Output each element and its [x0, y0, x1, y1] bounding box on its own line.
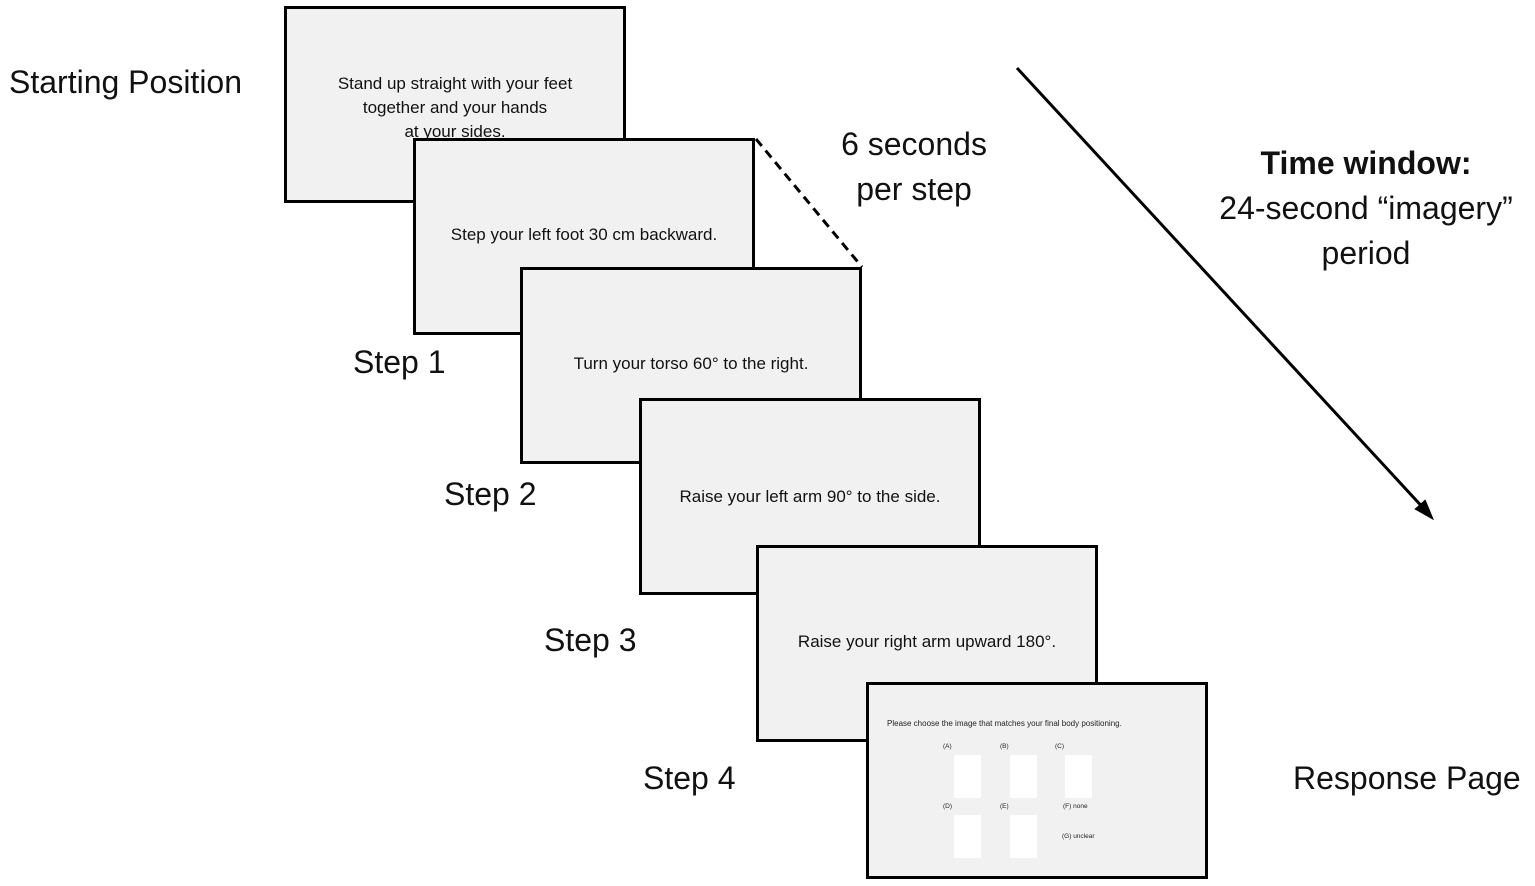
response-page-card: Please choose the image that matches you…	[866, 682, 1208, 879]
option-a-label: (A)	[943, 743, 952, 750]
option-g-label[interactable]: (G) unclear	[1062, 833, 1095, 840]
response-prompt: Please choose the image that matches you…	[887, 719, 1122, 728]
time-window-annotation: Time window: 24-second “imagery” period	[1196, 141, 1535, 276]
option-d-label: (D)	[943, 803, 953, 810]
step-2-label: Step 2	[444, 476, 537, 512]
starting-position-instruction: Stand up straight with your feet togethe…	[337, 74, 573, 141]
step-duration-bracket	[754, 138, 864, 268]
option-c-label: (C)	[1055, 743, 1065, 750]
response-page-label: Response Page	[1293, 760, 1521, 796]
step-3-instruction: Raise your left arm 90° to the side.	[679, 487, 941, 506]
step-3-label: Step 3	[544, 622, 637, 658]
step-2-instruction: Turn your torso 60° to the right.	[573, 354, 809, 373]
option-e-image[interactable]	[1010, 815, 1037, 858]
option-b-label: (B)	[1000, 743, 1009, 750]
option-d-image[interactable]	[954, 815, 981, 858]
time-window-arrowhead	[1414, 499, 1435, 521]
option-c-image[interactable]	[1065, 755, 1092, 798]
time-window-arrow	[1015, 66, 1429, 514]
step-1-instruction: Step your left foot 30 cm backward.	[450, 225, 718, 244]
step-1-label: Step 1	[353, 344, 446, 380]
starting-position-label: Starting Position	[9, 64, 243, 100]
time-window-title: Time window:	[1260, 145, 1472, 181]
time-window-line-1: 24-second “imagery”	[1219, 190, 1513, 226]
timing-annotation: 6 seconds per step	[820, 122, 1008, 212]
step-4-label: Step 4	[643, 760, 736, 796]
option-f-label[interactable]: (F) none	[1063, 803, 1088, 810]
timing-line-2: per step	[856, 171, 972, 207]
timing-line-1: 6 seconds	[841, 126, 987, 162]
time-window-line-2: period	[1321, 235, 1411, 271]
option-a-image[interactable]	[954, 755, 981, 798]
option-e-label: (E)	[1000, 803, 1009, 810]
step-4-instruction: Raise your right arm upward 180°.	[797, 632, 1057, 651]
option-b-image[interactable]	[1010, 755, 1037, 798]
